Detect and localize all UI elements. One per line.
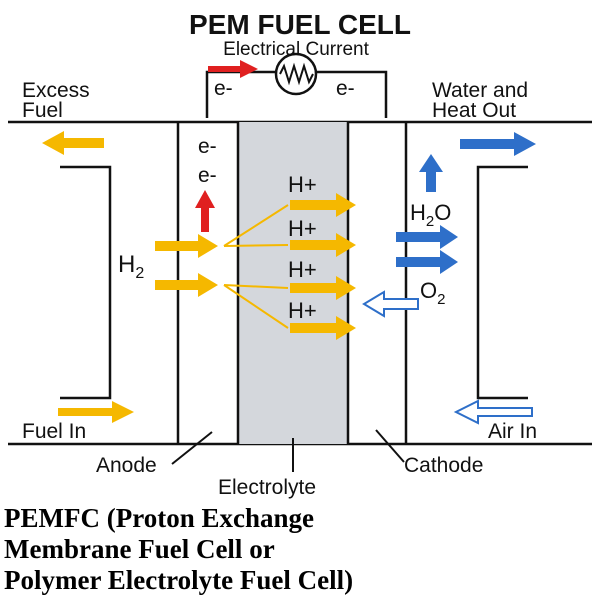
- fuel-in-arrow: [58, 401, 134, 423]
- diagram-caption: PEMFC (Proton Exchange Membrane Fuel Cel…: [4, 503, 596, 596]
- electron-label-right: e-: [336, 77, 355, 100]
- hydrogen-arrow-1: [155, 234, 218, 258]
- resistor-zigzag-icon: [279, 62, 314, 86]
- proton-arrow-4: [290, 316, 356, 340]
- proton-arrow-1: [290, 193, 356, 217]
- water-label: H2O: [410, 200, 451, 230]
- anode-electron-1: e-: [198, 135, 217, 158]
- anode-channel-wall: [60, 165, 112, 400]
- excess-fuel-arrow: [42, 131, 104, 155]
- caption-line-2: Membrane Fuel Cell or: [4, 534, 275, 564]
- oxygen-label: O2: [420, 278, 445, 308]
- proton-label-4: H+: [288, 298, 317, 323]
- water-out-arrow: [460, 132, 536, 156]
- electrolyte-label: Electrolyte: [218, 476, 316, 499]
- water-arrow-1: [396, 225, 458, 249]
- excess-fuel-label-2: Fuel: [22, 99, 63, 122]
- proton-arrow-2: [290, 233, 356, 257]
- diagram-title: PEM FUEL CELL: [189, 9, 411, 40]
- air-in-label: Air In: [488, 420, 537, 443]
- proton-label-3: H+: [288, 257, 317, 282]
- anode-leader: [171, 431, 213, 465]
- fuel-in-label: Fuel In: [22, 420, 86, 443]
- caption-line-1: PEMFC (Proton Exchange: [4, 503, 314, 533]
- proton-arrow-3: [290, 276, 356, 300]
- pem-fuel-cell-diagram: PEM FUEL CELL Electrical Current e- e- E…: [8, 9, 592, 499]
- hydrogen-label: H2: [118, 251, 144, 282]
- cathode-leader: [375, 429, 405, 463]
- proton-label-1: H+: [288, 172, 317, 197]
- cathode-label: Cathode: [404, 454, 483, 477]
- caption-line-3: Polymer Electrolyte Fuel Cell): [4, 565, 354, 595]
- water-up-arrow: [419, 154, 443, 192]
- electron-label-left: e-: [214, 77, 233, 100]
- electron-up-arrow: [195, 190, 215, 232]
- water-arrow-2: [396, 250, 458, 274]
- anode-electron-2: e-: [198, 164, 217, 187]
- current-label: Electrical Current: [223, 39, 369, 60]
- water-heat-label-1: Water and: [432, 79, 528, 102]
- excess-fuel-label-1: Excess: [22, 79, 90, 102]
- water-heat-label-2: Heat Out: [432, 99, 516, 122]
- current-arrow: [208, 60, 258, 78]
- air-in-arrow: [453, 399, 533, 425]
- proton-label-2: H+: [288, 216, 317, 241]
- cathode-channel-wall: [476, 165, 528, 400]
- anode-label: Anode: [96, 454, 157, 477]
- hydrogen-arrow-2: [155, 273, 218, 297]
- oxygen-arrow: [362, 290, 419, 318]
